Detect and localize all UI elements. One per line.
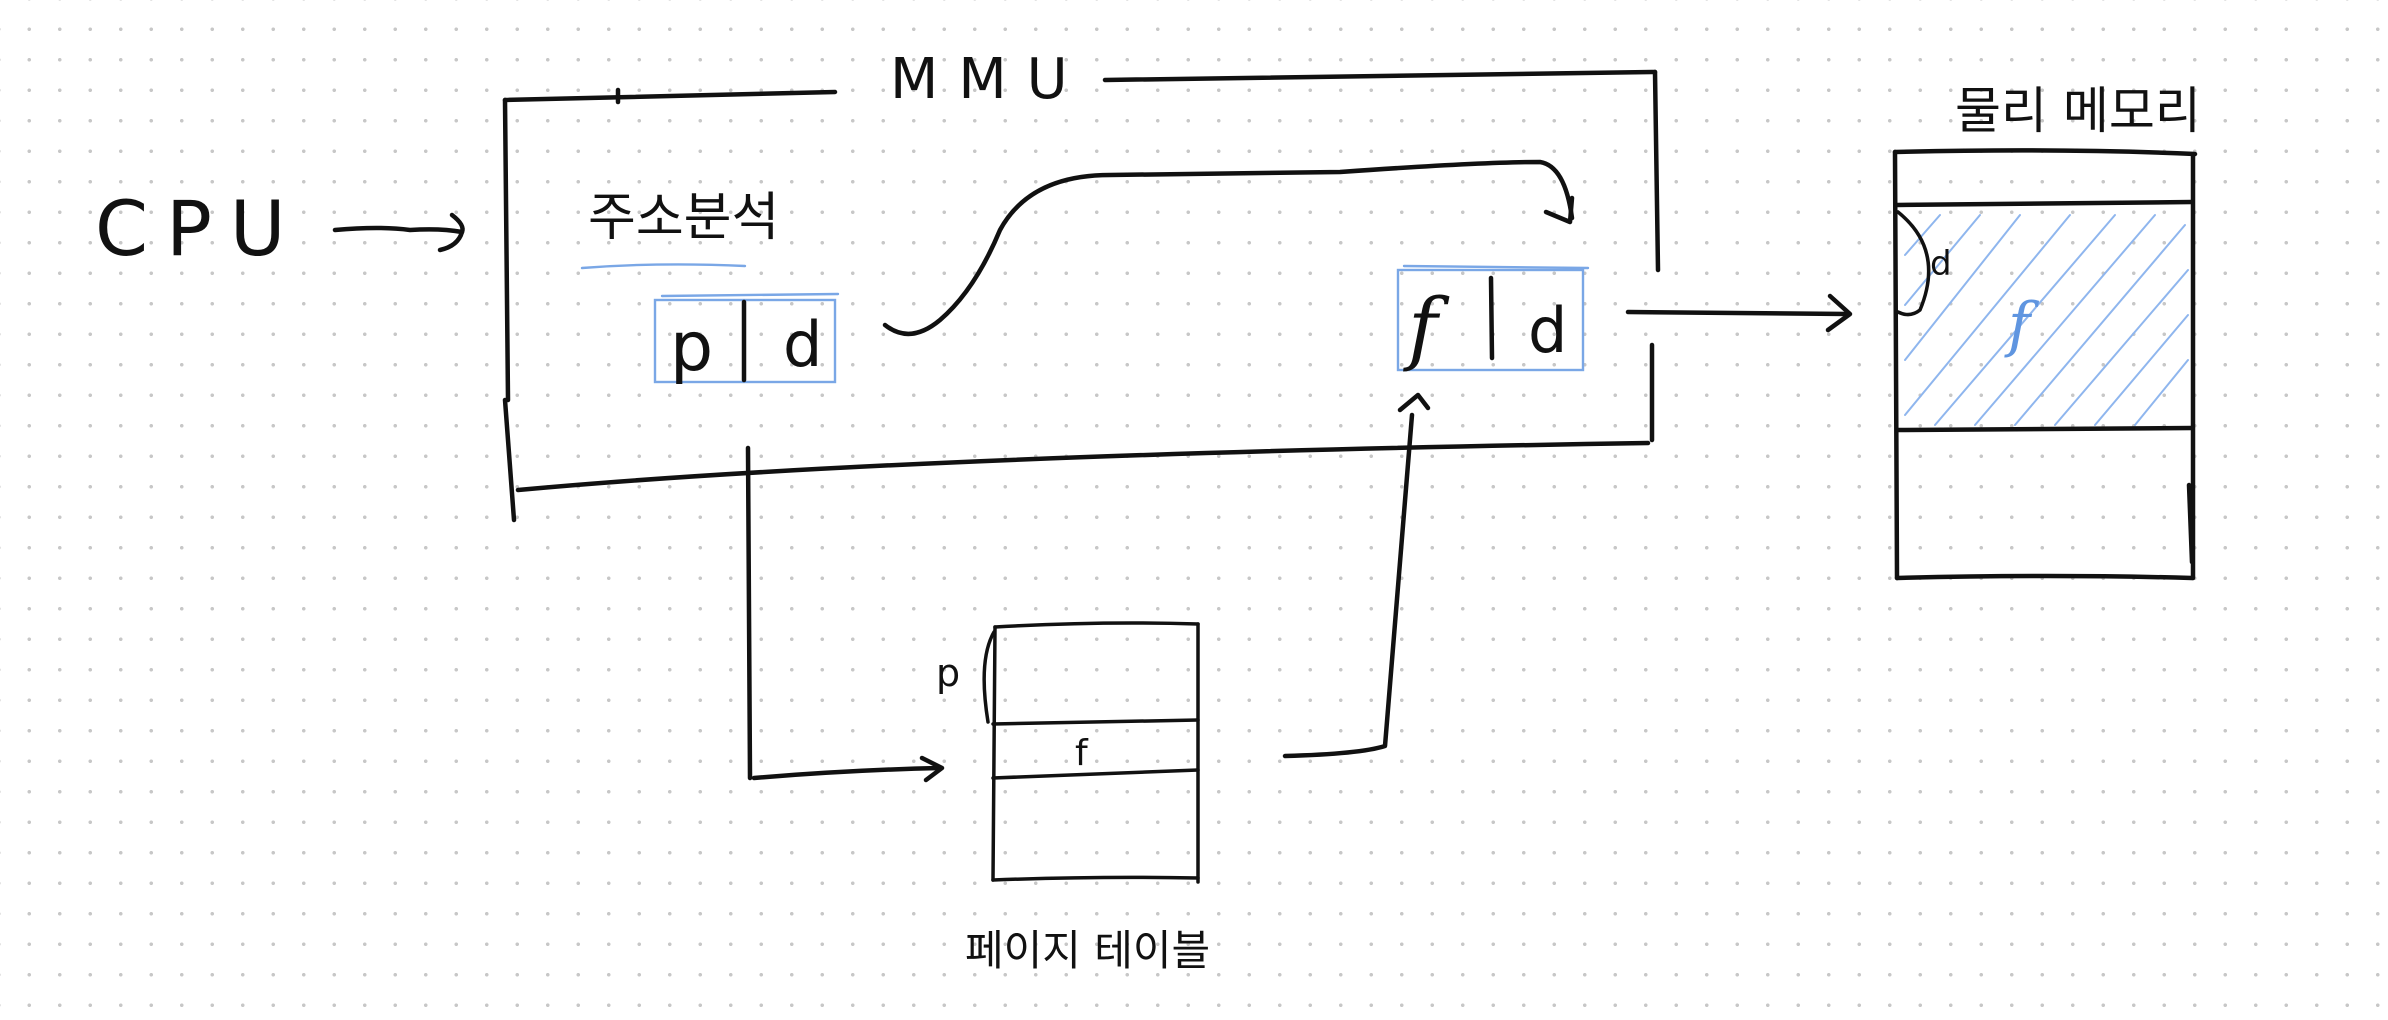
page-to-table-arrow (745, 445, 945, 783)
memory-frame-hatch (1904, 214, 2189, 426)
cpu-to-mmu-arrow (332, 212, 465, 253)
page-table-entry-f: f (1075, 733, 1089, 774)
address-parse-underline (580, 263, 747, 270)
mmu-to-memory-arrow (1625, 293, 1853, 333)
table-to-frame-arrow (1282, 392, 1431, 759)
physical-offset-d: d (1528, 294, 1567, 367)
address-parse-label: 주소분석 (588, 188, 779, 248)
logical-offset-d: d (783, 308, 822, 381)
physical-memory-label: 물리 메모리 (1955, 82, 2201, 140)
physical-address-separator (1488, 275, 1495, 361)
physical-frame-f: f (1403, 281, 1450, 374)
memory-offset-d: d (1930, 244, 1952, 284)
memory-frame-f: f (2004, 290, 2040, 360)
physical-memory-box (1892, 148, 2198, 581)
mmu-label: MMU (890, 47, 1088, 112)
page-table-label: 페이지 테이블 (965, 926, 1210, 975)
cpu-label: CPU (95, 184, 304, 273)
page-table-index-p: p (936, 651, 960, 695)
mmu-box (502, 69, 1661, 523)
offset-curve-arrow (882, 159, 1575, 337)
physical-address-box (1396, 264, 1590, 372)
logical-page-p: p (670, 308, 713, 387)
memory-offset-bracket (1896, 210, 1931, 317)
page-table (982, 621, 1200, 884)
